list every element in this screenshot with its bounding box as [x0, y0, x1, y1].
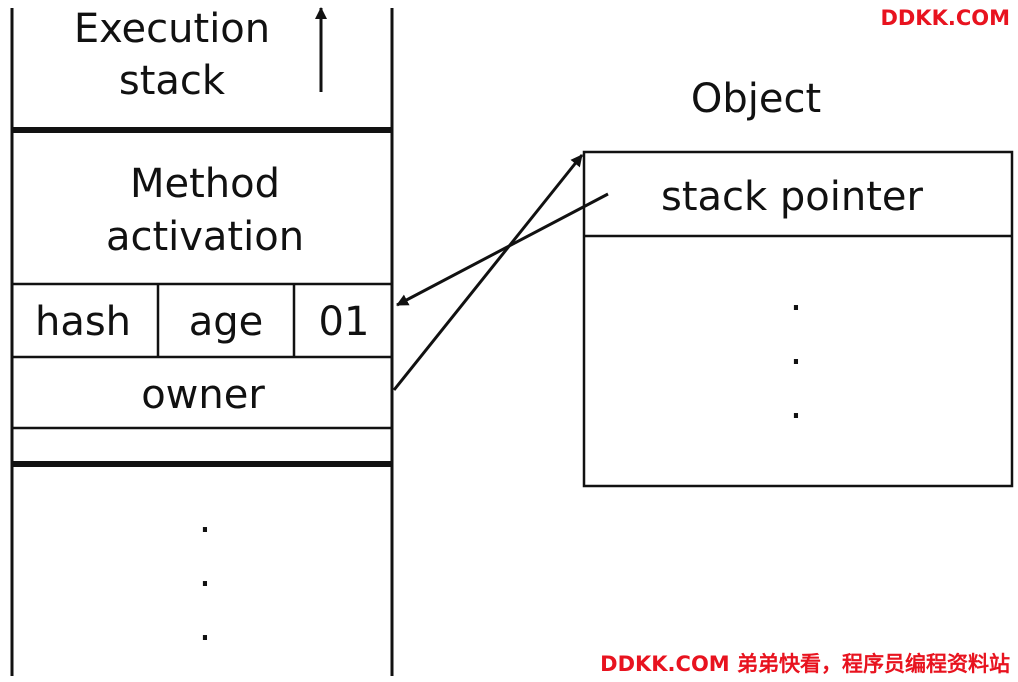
watermark-top: DDKK.COM: [880, 6, 1010, 30]
stack-title-line1: Execution: [74, 6, 270, 52]
object-box: [582, 150, 1014, 488]
object-title: Object: [691, 76, 821, 122]
watermark-bottom: DDKK.COM 弟弟快看，程序员编程资料站: [600, 652, 1010, 676]
cell-lock-bits: 01: [319, 299, 370, 345]
object-field-stack-pointer: stack pointer: [661, 174, 924, 220]
object-outline: [582, 150, 1014, 488]
arrow-owner-to-object: [392, 154, 584, 391]
stack-ellipsis-dot-2: .: [199, 550, 212, 596]
cell-age: age: [189, 299, 264, 345]
execution-stack: [10, 8, 394, 676]
stack-ellipsis-dot-3: .: [199, 604, 212, 650]
stack-ellipsis-dot-1: .: [199, 496, 212, 542]
arrow-stack-pointer-to-markword: [396, 192, 609, 307]
frame-title-line1: Method: [130, 161, 280, 207]
object-ellipsis-dot-2: .: [790, 328, 803, 374]
stack-title-line2: stack: [119, 58, 226, 104]
cell-hash: hash: [35, 299, 131, 345]
object-ellipsis-dot-1: .: [790, 274, 803, 320]
object-ellipsis-dot-3: .: [790, 382, 803, 428]
frame-title-line2: activation: [106, 214, 304, 260]
cell-owner: owner: [141, 372, 265, 418]
